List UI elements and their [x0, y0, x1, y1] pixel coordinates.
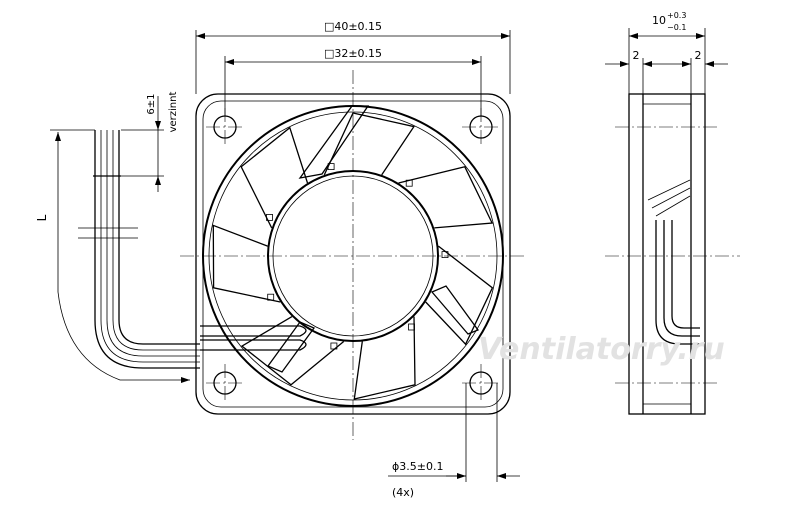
cable-length-label: L	[35, 214, 49, 221]
impeller-blade	[212, 224, 281, 303]
blade-root-tab	[330, 342, 338, 350]
impeller-blades	[212, 112, 494, 400]
wire-exit-bottom	[200, 339, 307, 351]
venturi-ring-inner	[208, 111, 498, 401]
side-blade-hint	[647, 179, 691, 217]
dimension-labels: □40±0.15 □32±0.15 10 +0.3 −0.1 2 2 6±1 v…	[35, 11, 702, 499]
depth-label: 10	[652, 14, 666, 27]
strut-right	[430, 285, 480, 335]
hole-pitch-label: □32±0.15	[324, 47, 382, 60]
impeller-blade	[398, 166, 494, 229]
hole-diameter-label: ϕ3.5±0.1	[392, 460, 443, 473]
blade-root-tab	[267, 293, 275, 301]
front-view	[180, 70, 525, 440]
lead-wires	[78, 130, 307, 369]
side-wire-3	[671, 220, 700, 329]
frame-struts	[266, 105, 480, 373]
side-view	[605, 93, 740, 415]
tinned-label: verzinnt	[168, 92, 179, 133]
strip-length-label: 6±1	[146, 93, 157, 114]
flange-right-label: 2	[695, 49, 702, 62]
impeller-blade	[240, 316, 345, 386]
hole-count-label: (4x)	[392, 486, 414, 499]
wire-exit-top	[200, 325, 307, 337]
impeller-hub-inner	[272, 175, 434, 337]
dimension-lines	[50, 28, 728, 482]
impeller-blade	[353, 316, 416, 400]
impeller-hub	[267, 170, 439, 342]
frame-size-label: □40±0.15	[324, 20, 382, 33]
blade-root-tab	[441, 251, 449, 259]
side-outline	[628, 93, 706, 415]
side-wire-1	[655, 220, 700, 345]
depth-tolerance-minus: −0.1	[667, 23, 686, 32]
impeller-blade	[240, 126, 309, 229]
fan-frame-outline	[195, 93, 511, 415]
side-wire-2	[663, 220, 700, 337]
blade-root-tab	[405, 179, 413, 187]
cable-length-dimension	[55, 132, 190, 383]
blade-root-tab	[327, 163, 335, 171]
watermark: Ventilatorry.ru	[478, 332, 725, 367]
blade-root-tab	[408, 323, 415, 331]
strut-bottom	[266, 321, 316, 373]
flange-left-label: 2	[633, 49, 640, 62]
depth-tolerance-plus: +0.3	[667, 11, 686, 20]
impeller-blade	[425, 245, 494, 346]
strut-top	[298, 105, 370, 179]
blade-root-tab	[266, 213, 273, 221]
impeller-blade	[323, 112, 415, 176]
